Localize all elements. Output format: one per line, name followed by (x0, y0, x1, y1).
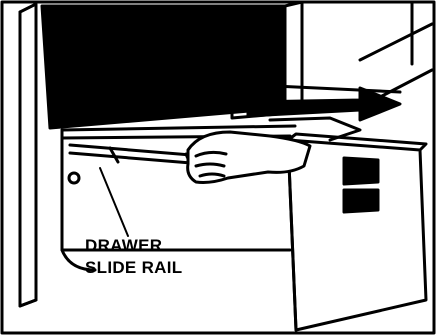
left-side-post (20, 4, 36, 306)
drawer-top-rim (62, 126, 295, 130)
callout-label-line2: SLIDE RAIL (85, 258, 182, 278)
callout-leader (100, 168, 128, 236)
callout-label-line1: DRAWER (85, 236, 162, 256)
